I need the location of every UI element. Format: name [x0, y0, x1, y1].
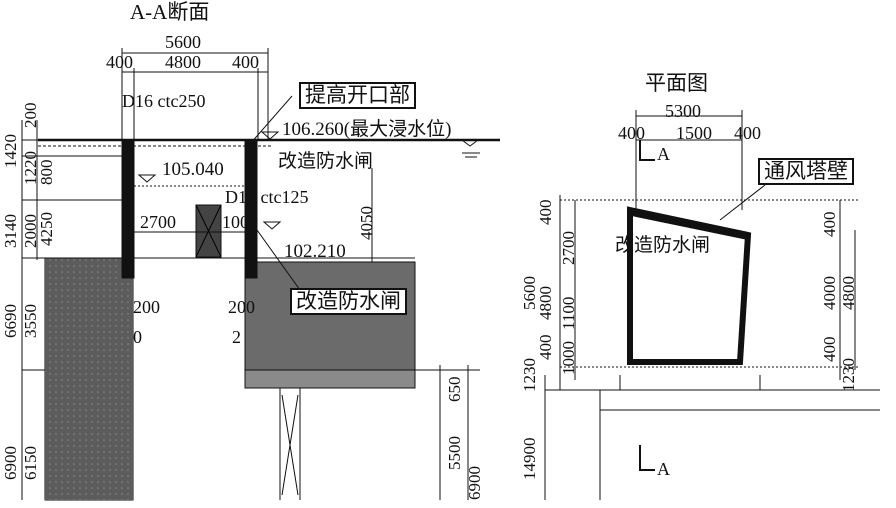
plan-left-dim-4800: 4800	[536, 286, 555, 320]
right-height: 4050	[357, 206, 376, 240]
left-dim-3140: 3140	[1, 214, 20, 248]
level-bottom: 102.210	[284, 241, 346, 262]
plan-width-right: 400	[734, 123, 761, 143]
section-overall-width: 5600	[165, 32, 201, 52]
plan-right-dim-400b: 400	[820, 336, 839, 363]
level-top: 105.040	[162, 159, 224, 180]
plan-left-dim-14900: 14900	[520, 437, 539, 481]
plan-overall-width: 5300	[665, 101, 701, 121]
section-title: A-A断面	[130, 0, 210, 24]
wall-right	[244, 139, 258, 279]
section-marker-top: A	[657, 144, 670, 164]
section-width-left: 400	[106, 52, 133, 72]
plan-width-mid: 1500	[676, 123, 712, 143]
left-dim-2000: 2000	[21, 214, 40, 248]
gate-width: 2700	[140, 212, 176, 232]
left-dim-200: 200	[21, 102, 40, 129]
left-dim-1420: 1420	[1, 134, 20, 168]
plan-title: 平面图	[645, 71, 708, 95]
plan-gate-label: 改造防水闸	[615, 235, 711, 256]
right-dim-650: 650	[445, 376, 464, 403]
wall-right-b: 2	[232, 327, 241, 347]
left-dim-3550: 3550	[21, 304, 40, 338]
leader-line	[256, 229, 301, 291]
callout-raise-opening: 提高开口部	[299, 82, 416, 109]
rebar-top-label: D16 ctc250	[122, 91, 206, 111]
left-dim-800: 800	[37, 159, 56, 186]
right-dim-5500: 5500	[445, 436, 464, 470]
wall-left-a: 200	[133, 297, 160, 317]
wall-left	[121, 139, 135, 279]
callout-gate: 改造防水闸	[290, 288, 407, 315]
plan-left-dim-400b: 400	[536, 334, 555, 361]
max-flood-level: 106.260(最大浸水位)	[282, 119, 452, 140]
section-marker-bottom: A	[657, 459, 670, 479]
rebar-mid-label: D16 ctc125	[225, 187, 309, 207]
section-width-right: 400	[232, 52, 259, 72]
section-width-mid: 4800	[165, 52, 201, 72]
plan-right-dim-4000: 4000	[820, 276, 839, 310]
wall-left-b: 0	[133, 327, 142, 347]
plan-left-dim-400: 400	[536, 199, 555, 226]
left-dim-6150: 6150	[21, 446, 40, 480]
gate-label: 改造防水闸	[278, 151, 374, 172]
left-dim-6900: 6900	[1, 446, 20, 480]
plan-right-dim-4800: 4800	[839, 276, 858, 310]
plan-left-dim-1230: 1230	[520, 358, 539, 392]
gate-offset: 100	[222, 212, 249, 232]
callout-vent-wall: 通风塔壁	[758, 158, 854, 185]
plan-right-dim-400: 400	[820, 211, 839, 238]
left-dim-4250: 4250	[37, 212, 56, 246]
plan-left-dim-1000: 1000	[559, 341, 578, 375]
plan-left-dim-2700: 2700	[559, 231, 578, 265]
left-dim-6690: 6690	[1, 304, 20, 338]
right-dim-6900: 6900	[465, 466, 484, 500]
leader-line	[249, 95, 293, 145]
wall-right-a: 200	[228, 297, 255, 317]
plan-left-dim-1100: 1100	[559, 296, 578, 330]
plan-width-left: 400	[618, 123, 645, 143]
plan-right-dim-1230: 1230	[839, 358, 858, 392]
